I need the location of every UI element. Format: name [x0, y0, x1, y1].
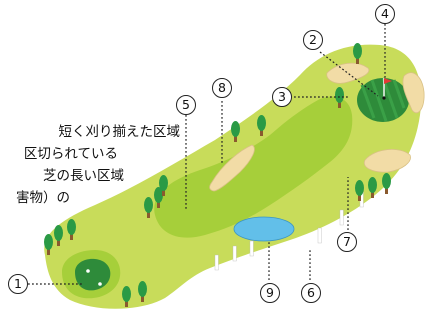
leader-lines [28, 24, 386, 285]
marker-4: 4 [375, 4, 395, 24]
label-rough-text: 芝の長い区域 [43, 168, 124, 184]
tree [154, 187, 163, 208]
ob-stake [317, 227, 322, 244]
tree [231, 121, 240, 142]
marker-9: 9 [260, 283, 280, 303]
bunker-fairway-left [209, 144, 255, 192]
tree [54, 225, 63, 246]
ob-stake [214, 254, 219, 271]
tree [382, 173, 391, 194]
label-ob-text: 区切られている [23, 146, 118, 162]
tee-marker-left [86, 269, 90, 273]
water-hazard [233, 216, 295, 242]
marker-6: 6 [301, 283, 321, 303]
tree [144, 197, 153, 218]
tree [44, 234, 53, 255]
bunker-fairway-right [363, 149, 411, 173]
flag [384, 78, 392, 84]
marker-3: 3 [272, 87, 292, 107]
tee-marker-right [98, 282, 102, 286]
fairway-area [154, 96, 353, 238]
ob-stake [232, 245, 237, 262]
tee-box [75, 258, 111, 291]
leader-2 [319, 51, 379, 97]
bunker-right [402, 72, 425, 114]
ob-stake [249, 240, 254, 257]
tree [257, 115, 266, 136]
tree [122, 286, 131, 307]
marker-7: 7 [337, 232, 357, 252]
tree [335, 87, 344, 108]
tree [138, 281, 147, 302]
tree [355, 180, 364, 201]
tree [368, 177, 377, 198]
marker-8: 8 [212, 78, 232, 98]
green-stripes [360, 77, 406, 122]
tree [353, 43, 362, 64]
label-fairway-text: 短く刈り揃えた区域 [58, 124, 181, 140]
ob-stake [339, 209, 344, 226]
marker-1: 1 [8, 274, 28, 294]
bunker-left [326, 62, 370, 84]
marker-5: 5 [176, 95, 196, 115]
tree [67, 219, 76, 240]
marker-2: 2 [303, 30, 323, 50]
hole-cup [382, 96, 386, 100]
tree [159, 175, 168, 196]
label-hazard-text: 害物）の [16, 190, 70, 206]
